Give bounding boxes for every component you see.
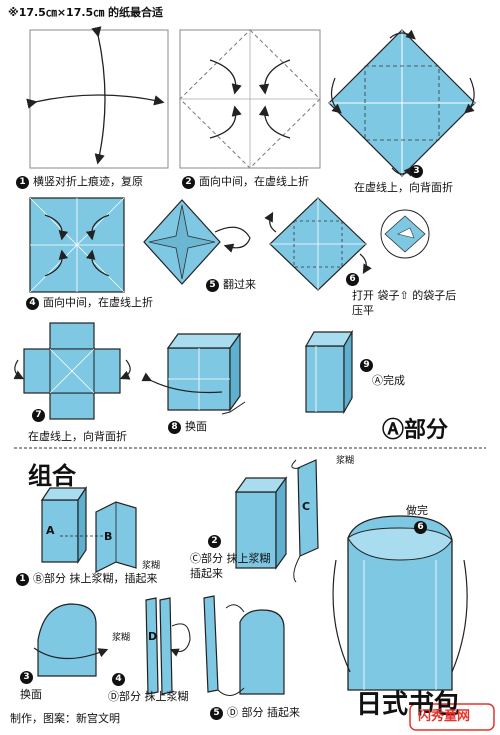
assembly3 (33, 603, 109, 677)
step-3-text: 在虚线上，向背面折 (354, 181, 453, 194)
step-8-text: 换面 (185, 420, 207, 433)
step-6-number: 6 (346, 272, 359, 286)
step2-square (179, 29, 321, 169)
assembly-2-text2: 插起来 (190, 567, 223, 580)
assembly1 (40, 486, 137, 573)
assembly-4-number: 4 (112, 672, 125, 686)
step-1-caption: 1 横竖对折上痕迹，复原 (16, 175, 143, 189)
assembly-2-number-wrap: 2 (208, 534, 225, 548)
assembly-6-number-wrap: 6 (414, 520, 431, 534)
assembly-5-number: 5 (210, 706, 223, 720)
assembly-3-number: 3 (20, 670, 33, 684)
watermark-text: 闪秀童网 (418, 709, 471, 724)
step-8-number: 8 (168, 420, 181, 434)
assembly-3-number-wrap: 3 (20, 670, 37, 684)
step-8-caption: 8 换面 (168, 420, 207, 434)
step1-square (26, 26, 169, 169)
step8-box (141, 332, 246, 415)
step5-diamond (143, 199, 251, 285)
assembly-title: 组合 (28, 462, 76, 490)
assembly-5-text: Ⓓ 部分 插起来 (227, 706, 300, 719)
step-9-text: Ⓐ完成 (372, 374, 405, 387)
step-6-number-wrap: 6 (346, 272, 363, 286)
assembly6-backpack (332, 515, 468, 691)
assembly-1-number: 1 (16, 572, 29, 586)
step-9-number: 9 (360, 358, 373, 372)
footer-credit: 制作，图案：新宫文明 (10, 712, 120, 725)
step-2-number: 2 (182, 175, 195, 189)
watermark-logo (409, 703, 495, 731)
step4-square (29, 197, 125, 293)
step-7-number: 7 (32, 408, 45, 422)
step-4-number: 4 (26, 296, 39, 310)
glue-label-2: 浆糊 (336, 456, 355, 466)
header-note: ※17.5㎝×17.5㎝ 的纸最合适 (8, 6, 164, 19)
footer-title: 日式书包 (356, 690, 461, 720)
step-1-text: 横竖对折上痕迹，复原 (33, 175, 143, 188)
assembly-6-number: 6 (414, 520, 427, 534)
assembly2 (234, 459, 319, 583)
assembly-1-text: Ⓑ部分 抹上浆糊，插起来 (33, 572, 158, 585)
step9-module-a (304, 329, 354, 415)
step-2-caption: 2 面向中间，在虚线上折 (182, 175, 309, 189)
step-7-number-wrap: 7 (32, 408, 49, 422)
assembly-3-text: 换面 (20, 688, 42, 701)
assembly4-straps (145, 597, 191, 695)
assembly-5-caption: 5 Ⓓ 部分 插起来 (210, 706, 300, 720)
assembly-2-number: 2 (208, 534, 221, 548)
step3-diamond (328, 29, 476, 177)
label-d: D (148, 630, 158, 643)
glue-label-3: 浆糊 (112, 633, 131, 643)
assembly-1-caption: 1 Ⓑ部分 抹上浆糊，插起来 (16, 572, 158, 586)
step-6-text2: 压平 (352, 304, 374, 317)
step-6-text: 打开 袋子⇧ 的袋子后 (352, 289, 457, 302)
step-5-number: 5 (206, 278, 219, 292)
assembly-6-text: 做完 (406, 504, 428, 517)
step-5-text: 翻过来 (223, 278, 256, 291)
assembly-4-text: Ⓓ部分 抹上浆糊 (108, 690, 189, 703)
step-7-text: 在虚线上，向背面折 (28, 430, 127, 443)
step-2-text: 面向中间，在虚线上折 (199, 175, 309, 188)
step-4-text: 面向中间，在虚线上折 (43, 296, 153, 309)
step7-cross (13, 322, 131, 420)
step6-diamond (264, 197, 430, 291)
part-a-label: Ⓐ部分 (382, 418, 449, 443)
assembly5 (203, 595, 285, 696)
step-1-number: 1 (16, 175, 29, 189)
step-9-number-wrap: 9 (360, 358, 377, 372)
label-b: B (104, 530, 113, 543)
step-3-number-wrap: 3 (410, 164, 427, 178)
assembly-2-text: Ⓒ部分 抹上浆糊 (190, 552, 271, 565)
label-c: C (302, 500, 311, 513)
step-5-caption: 5 翻过来 (206, 278, 256, 292)
label-a: A (46, 524, 55, 537)
step-3-number: 3 (410, 164, 423, 178)
step-4-caption: 4 面向中间，在虚线上折 (26, 296, 153, 310)
assembly-4-number-wrap: 4 (112, 672, 129, 686)
glue-label-1: 浆糊 (142, 561, 161, 571)
